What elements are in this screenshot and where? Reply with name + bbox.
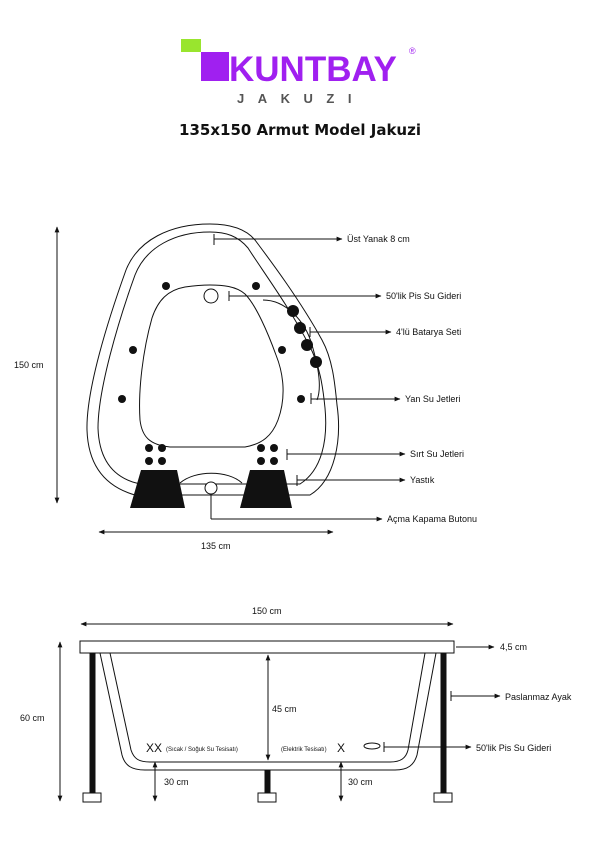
back-jet: [270, 444, 278, 452]
side-width-label: 150 cm: [252, 606, 282, 616]
top-view: [86, 223, 340, 496]
label-batarya: 4'lü Batarya Seti: [396, 327, 461, 337]
back-jet: [257, 444, 265, 452]
tub-rim-side: [79, 640, 455, 654]
label-acma-kapama: Açma Kapama Butonu: [387, 514, 477, 524]
side-view-dimensions: [57, 641, 501, 802]
page-title: 135x150 Armut Model Jakuzi: [179, 121, 421, 139]
stainless-leg-label: Paslanmaz Ayak: [505, 692, 572, 702]
label-yan-jetler: Yan Su Jetleri: [405, 394, 460, 404]
back-jet: [270, 457, 278, 465]
top-height-label: 150 cm: [14, 360, 44, 370]
battery-knob: [287, 305, 299, 317]
side-jet: [162, 282, 170, 290]
pillow-left: [130, 470, 185, 508]
foot-middle: [257, 792, 277, 803]
tub-bottom-edge: [179, 472, 243, 484]
logo-green-square: [181, 39, 201, 52]
top-width-label: 135 cm: [201, 541, 231, 551]
logo-wordmark: KUNTBAY: [229, 50, 397, 89]
inner-depth-label: 45 cm: [272, 704, 297, 714]
plumbing-xx-mark: XX: [146, 741, 162, 755]
foot-right: [433, 792, 453, 803]
tub-inner-basin: [139, 284, 284, 448]
battery-knob: [301, 339, 313, 351]
leg-right: [440, 652, 447, 794]
top-view-callout-labels: Üst Yanak 8 cm 50'lik Pis Su Gideri 4'lü…: [347, 234, 477, 524]
side-jet: [297, 395, 305, 403]
back-jet: [145, 444, 153, 452]
hot-cold-water-label: (Sıcak / Soğuk Su Tesisatı): [166, 747, 238, 753]
brand-logo: KUNTBAY ® JAKUZI: [181, 39, 416, 106]
pillow-right: [240, 470, 292, 508]
leg-feet: [82, 792, 453, 803]
electric-x-mark: X: [337, 741, 345, 755]
leg-middle: [264, 769, 271, 794]
back-jet: [257, 457, 265, 465]
side-drain-icon: [363, 742, 381, 750]
logo-subtitle: JAKUZI: [237, 91, 365, 106]
label-ust-yanak: Üst Yanak 8 cm: [347, 234, 410, 244]
back-jet: [158, 444, 166, 452]
back-jet: [145, 457, 153, 465]
tub-rim-outline: [97, 231, 327, 485]
side-drain-label: 50'lik Pis Su Gideri: [476, 743, 551, 753]
leg-left: [89, 652, 96, 794]
tub-outer-outline: [86, 223, 340, 496]
battery-knob: [294, 322, 306, 334]
electric-label: (Elektrik Tesisatı): [281, 747, 327, 753]
rim-thickness-label: 4,5 cm: [500, 642, 527, 652]
side-jet: [118, 395, 126, 403]
side-jet: [252, 282, 260, 290]
side-jet: [278, 346, 286, 354]
tub-basin-side-inner: [109, 652, 426, 763]
drain-icon: [203, 288, 219, 304]
top-view-dimensions: [54, 226, 334, 535]
side-jet: [129, 346, 137, 354]
label-yastik: Yastık: [410, 475, 435, 485]
side-view-labels: 60 cm 45 cm 4,5 cm Paslanmaz Ayak 50'lik…: [20, 642, 572, 787]
battery-knob: [310, 356, 322, 368]
top-view-jets: [118, 282, 322, 465]
left-30-label: 30 cm: [164, 777, 189, 787]
side-height-label: 60 cm: [20, 713, 45, 723]
stainless-legs: [89, 652, 447, 794]
label-pis-su-gideri: 50'lik Pis Su Gideri: [386, 291, 461, 301]
right-30-label: 30 cm: [348, 777, 373, 787]
top-view-callouts: [210, 234, 406, 522]
foot-left: [82, 792, 102, 803]
on-off-button-icon: [204, 481, 218, 495]
logo-purple-block: [201, 52, 229, 81]
logo-registered-mark: ®: [409, 46, 416, 56]
back-jet: [158, 457, 166, 465]
label-sirt-jetler: Sırt Su Jetleri: [410, 449, 464, 459]
